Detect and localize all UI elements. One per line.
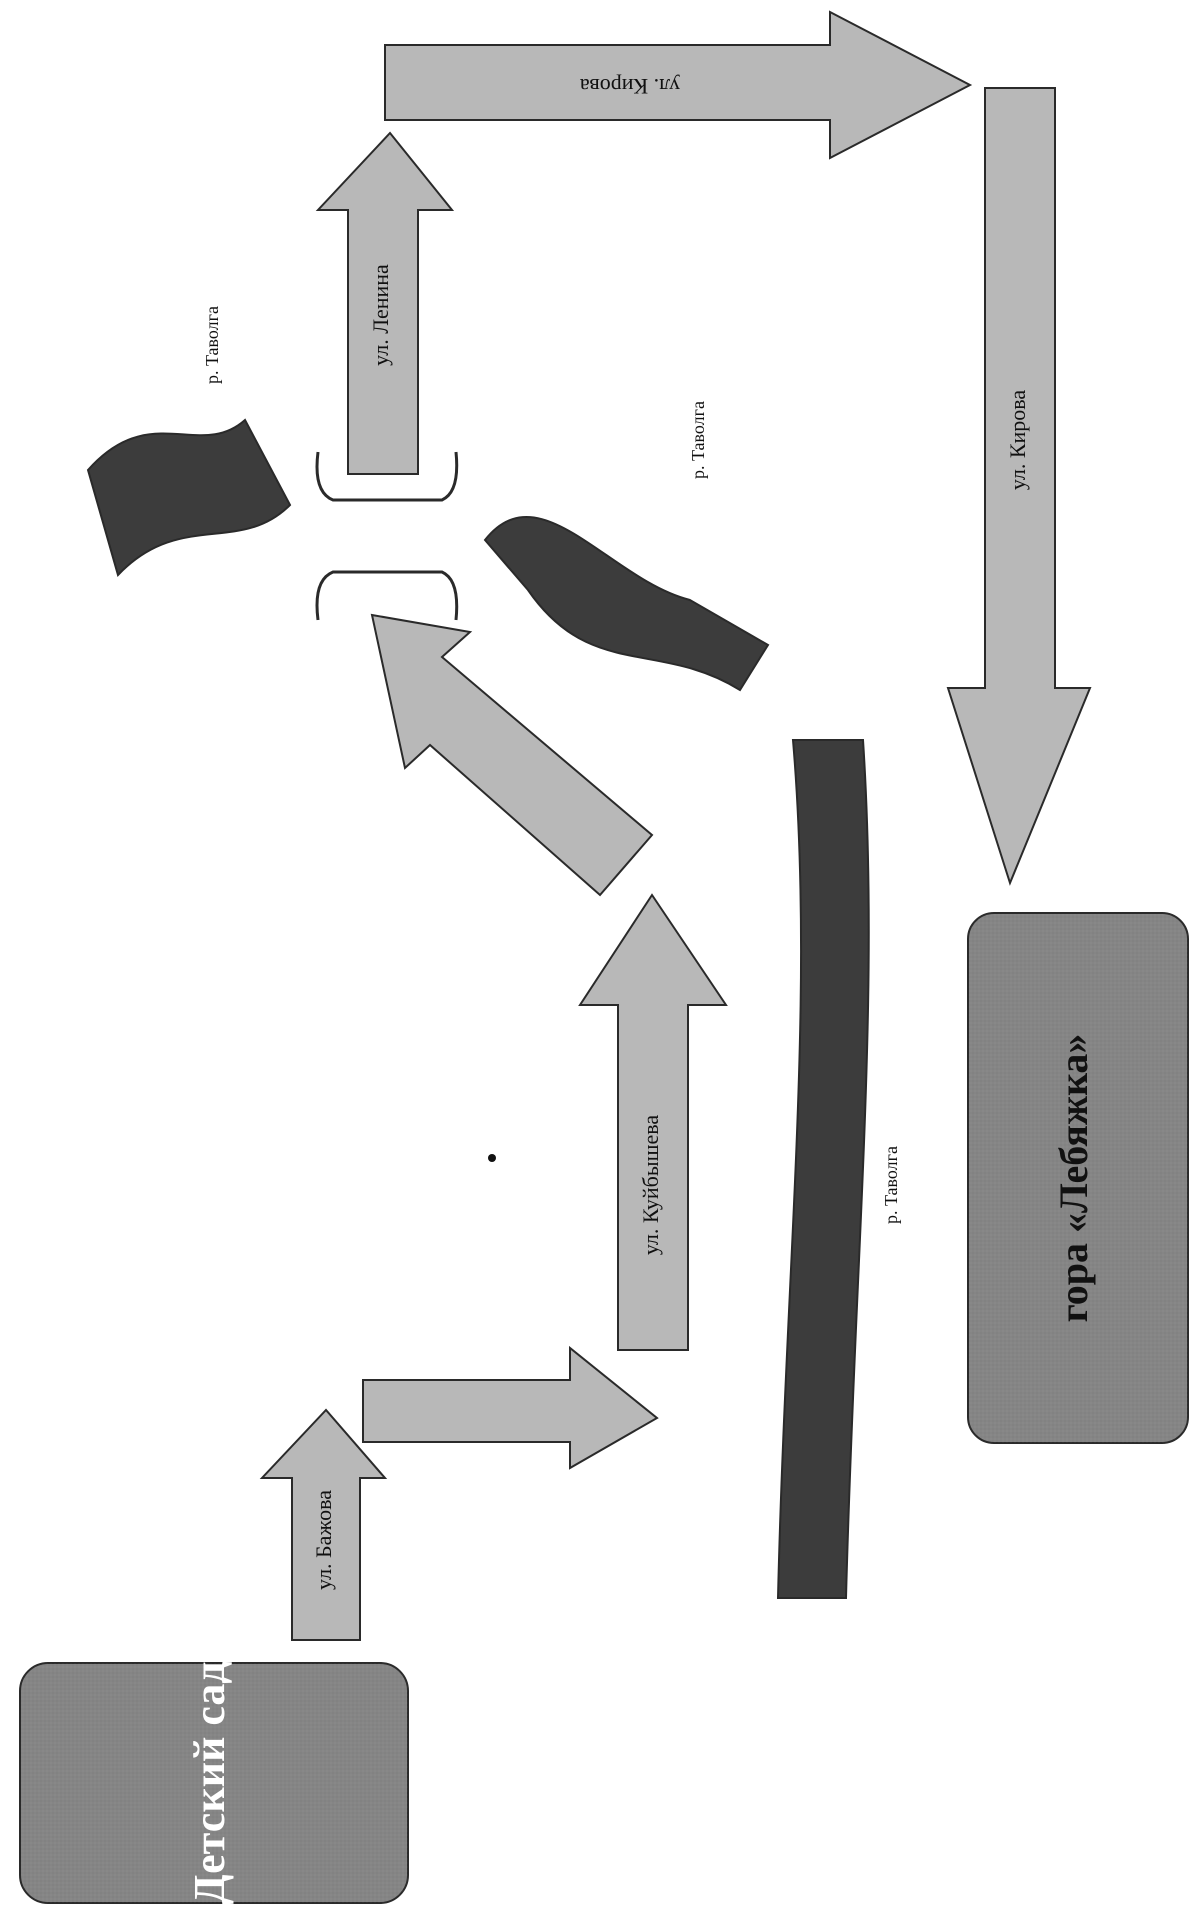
arrow-connector-right bbox=[362, 1345, 659, 1470]
river-segment-long bbox=[776, 739, 870, 1599]
kindergarten-label: Детский сад bbox=[185, 1661, 234, 1904]
river-label-bottom: р. Таволга bbox=[881, 1146, 901, 1224]
river-segment-middle bbox=[483, 516, 770, 692]
scan-dot bbox=[488, 1154, 496, 1162]
arrow-diagonal bbox=[370, 613, 654, 897]
arrow-kuibysheva bbox=[578, 893, 728, 1351]
river-segment-top-left bbox=[86, 418, 292, 577]
arrow-kirova-top bbox=[384, 10, 973, 160]
arrow-kirova-right bbox=[946, 87, 1092, 886]
river-label-middle: р. Таволга bbox=[688, 401, 708, 479]
arrow-lenina bbox=[315, 131, 455, 475]
street-label-bazhova: ул. Бажова bbox=[311, 1490, 336, 1590]
bridge-bracket-upper bbox=[315, 451, 459, 502]
street-label-kirova-top: ул. Кирова bbox=[580, 74, 681, 99]
bridge-bracket-lower bbox=[315, 570, 459, 621]
lebyazhka-label: гора «Лебяжка» bbox=[1051, 1034, 1096, 1323]
street-label-lenina: ул. Ленина bbox=[368, 264, 393, 366]
street-label-kirova-right: ул. Кирова bbox=[1005, 390, 1030, 491]
arrow-bazhova bbox=[259, 1408, 388, 1641]
river-label-top-left: р. Таволга bbox=[202, 306, 222, 384]
street-label-kuibysheva: ул. Куйбышева bbox=[638, 1115, 663, 1256]
